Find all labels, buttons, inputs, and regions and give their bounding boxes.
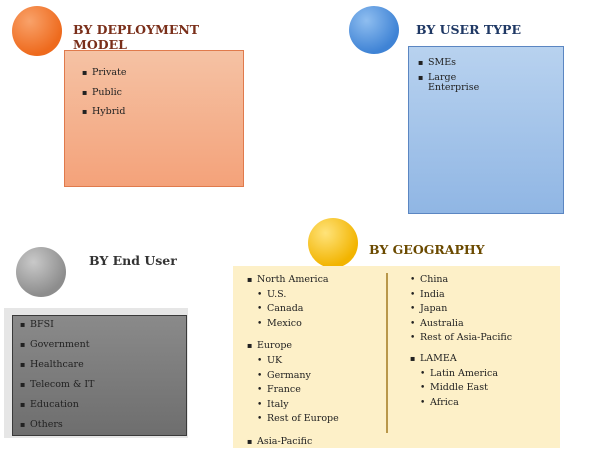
- end-user-item: Telecom & IT: [20, 379, 95, 391]
- country-item: Italy: [257, 398, 385, 413]
- country-item: Africa: [420, 396, 560, 411]
- country-item: Rest of Europe: [257, 412, 385, 427]
- region-name: Europe: [257, 340, 293, 352]
- user-type-box: SMEs Large Enterprise: [408, 46, 564, 214]
- region-item: Europe UK Germany France Italy Rest of E…: [247, 339, 385, 427]
- region-item: North America U.S. Canada Mexico: [247, 273, 385, 331]
- country-item: France: [257, 383, 385, 398]
- deployment-box: Private Public Hybrid: [64, 50, 244, 187]
- user-type-item: Large Enterprise: [418, 72, 488, 94]
- user-type-item: SMEs: [418, 57, 558, 69]
- country-item: Canada: [257, 302, 385, 317]
- country-item: U.S.: [257, 288, 385, 303]
- region-name: LAMEA: [420, 352, 457, 364]
- deployment-item: Public: [82, 87, 126, 99]
- end-user-box: BFSI Government Healthcare Telecom & IT …: [12, 315, 187, 436]
- end-user-circle-icon: [16, 247, 66, 297]
- geography-left-column: North America U.S. Canada Mexico Europe …: [247, 273, 385, 450]
- geography-title: BY GEOGRAPHY: [369, 242, 485, 257]
- country-item: Australia: [410, 317, 560, 332]
- user-type-title: BY USER TYPE: [416, 22, 521, 37]
- geography-right-column: China India Japan Australia Rest of Asia…: [410, 273, 560, 410]
- end-user-item: Others: [20, 419, 95, 431]
- geography-circle-icon: [308, 218, 358, 268]
- region-item: Asia-Pacific: [247, 435, 385, 450]
- country-item: Latin America: [420, 367, 560, 382]
- region-name: Asia-Pacific: [257, 435, 313, 447]
- end-user-item: Government: [20, 339, 95, 351]
- deployment-circle-icon: [12, 6, 62, 56]
- geography-divider: [386, 273, 388, 433]
- country-item: India: [410, 288, 560, 303]
- region-item: LAMEA Latin America Middle East Africa: [410, 352, 560, 410]
- country-item: Middle East: [420, 381, 560, 396]
- deployment-item: Hybrid: [82, 106, 126, 118]
- deployment-item: Private: [82, 67, 126, 79]
- country-item: Mexico: [257, 317, 385, 332]
- country-item: China: [410, 273, 560, 288]
- region-continuation: China India Japan Australia Rest of Asia…: [410, 273, 560, 346]
- user-type-circle-icon: [349, 6, 399, 54]
- region-name: North America: [257, 274, 329, 285]
- country-item: Germany: [257, 369, 385, 384]
- deployment-title: BY DEPLOYMENT MODEL: [73, 22, 200, 52]
- end-user-title: BY End User: [89, 253, 177, 268]
- country-item: Japan: [410, 302, 560, 317]
- end-user-item: BFSI: [20, 319, 95, 331]
- country-item: Rest of Asia-Pacific: [410, 331, 560, 346]
- end-user-item: Healthcare: [20, 359, 95, 371]
- country-item: UK: [257, 354, 385, 369]
- end-user-item: Education: [20, 399, 95, 411]
